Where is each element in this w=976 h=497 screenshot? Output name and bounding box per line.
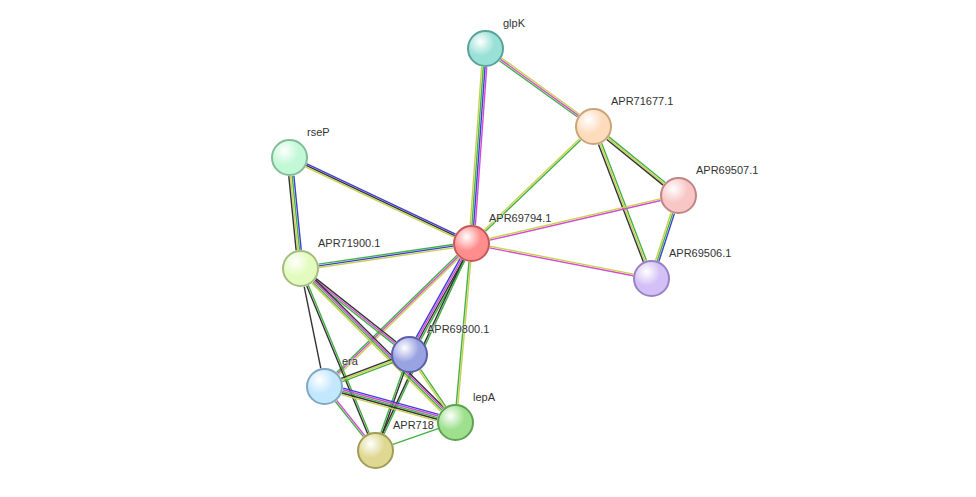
interaction-edge xyxy=(307,285,369,433)
interaction-edge xyxy=(335,400,364,436)
protein-node: era xyxy=(306,368,344,406)
interaction-edge xyxy=(484,139,580,232)
protein-label: APR71677.1 xyxy=(611,95,673,107)
protein-node: glpK xyxy=(467,30,505,68)
evidence-line xyxy=(600,144,645,261)
protein-circle xyxy=(575,108,612,145)
interaction-edge xyxy=(337,255,460,375)
protein-label: glpK xyxy=(503,17,525,29)
protein-label: lepA xyxy=(473,391,495,403)
protein-node: APR71900.1 xyxy=(282,250,320,288)
interaction-edge xyxy=(599,143,647,262)
evidence-line xyxy=(342,391,437,417)
evidence-line xyxy=(339,258,459,375)
protein-circle xyxy=(633,260,670,297)
evidence-line xyxy=(490,201,661,241)
protein-circle xyxy=(453,225,490,262)
interaction-edge xyxy=(489,199,660,240)
evidence-line xyxy=(500,59,578,115)
evidence-line xyxy=(656,213,672,261)
evidence-line xyxy=(337,400,365,435)
evidence-line xyxy=(341,395,436,421)
protein-node: APR718 xyxy=(357,432,395,470)
evidence-line xyxy=(308,285,369,433)
protein-circle xyxy=(391,336,428,373)
interaction-edge xyxy=(489,246,633,276)
interaction-edge xyxy=(341,388,438,421)
evidence-line xyxy=(307,164,456,234)
interaction-edge xyxy=(289,176,301,251)
evidence-line xyxy=(319,248,453,268)
evidence-line xyxy=(602,143,647,260)
protein-label: APR69794.1 xyxy=(489,212,551,224)
evidence-line xyxy=(472,67,483,225)
evidence-line xyxy=(307,286,368,434)
evidence-line xyxy=(342,393,437,419)
protein-node: rseP xyxy=(271,139,309,177)
protein-circle xyxy=(467,30,504,67)
evidence-line xyxy=(292,176,299,250)
interaction-edge xyxy=(470,67,486,225)
protein-node: APR69800.1 xyxy=(391,336,429,374)
evidence-line xyxy=(484,139,579,230)
protein-circle xyxy=(660,177,697,214)
protein-circle xyxy=(357,432,394,469)
protein-circle xyxy=(271,139,308,176)
protein-node: APR71677.1 xyxy=(575,108,613,146)
protein-label: APR69800.1 xyxy=(427,323,489,335)
protein-node: lepA xyxy=(437,404,475,442)
evidence-line xyxy=(419,370,444,407)
interaction-edge xyxy=(419,369,446,407)
protein-label: APR69506.1 xyxy=(669,247,731,259)
evidence-line xyxy=(306,165,455,235)
protein-node: APR69506.1 xyxy=(633,260,671,298)
evidence-line xyxy=(489,199,660,239)
protein-label: APR71900.1 xyxy=(318,237,380,249)
evidence-line xyxy=(335,401,363,436)
evidence-line xyxy=(289,176,296,250)
evidence-line xyxy=(421,369,446,406)
evidence-line xyxy=(343,390,438,416)
protein-circle xyxy=(306,368,343,405)
evidence-line xyxy=(500,61,578,117)
interaction-edge xyxy=(500,58,580,117)
protein-node: APR69507.1 xyxy=(660,177,698,215)
evidence-line xyxy=(485,140,580,231)
evidence-line xyxy=(609,137,665,183)
protein-label: APR718 xyxy=(393,419,434,431)
evidence-line xyxy=(343,388,438,414)
protein-label: era xyxy=(342,355,358,367)
interaction-edge xyxy=(306,164,456,237)
evidence-line xyxy=(599,144,644,261)
evidence-line xyxy=(306,167,455,237)
protein-label: rseP xyxy=(307,126,330,138)
evidence-line xyxy=(470,67,481,225)
protein-label: APR69507.1 xyxy=(696,164,758,176)
evidence-line xyxy=(608,138,664,184)
protein-circle xyxy=(437,404,474,441)
evidence-line xyxy=(490,246,634,274)
evidence-line xyxy=(501,58,579,114)
protein-circle xyxy=(282,250,319,287)
protein-node: APR69794.1 xyxy=(453,225,491,263)
evidence-line xyxy=(319,246,453,266)
evidence-line xyxy=(290,176,297,250)
evidence-line xyxy=(489,248,633,276)
